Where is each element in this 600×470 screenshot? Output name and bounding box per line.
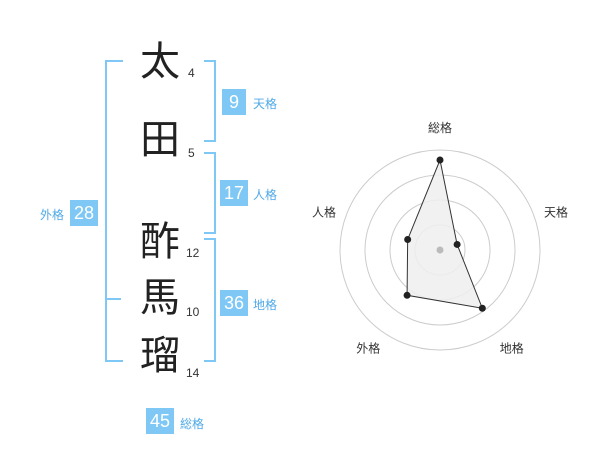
radar-point-5 [404,235,412,243]
tenkaku-badge: 9 [222,89,246,115]
radar-point-1 [436,156,444,164]
outer-bracket-divider [105,298,121,300]
radar-data-polygon [406,158,484,309]
kanji-4: 馬 [140,275,180,321]
chikaku-bracket [204,238,216,362]
radar-ring-4 [339,149,541,351]
stroke-count-4: 10 [186,305,200,319]
soukaku-label: 総格 [180,417,205,431]
chikaku-label: 地格 [253,298,278,312]
radar-axis-label-2: 天格 [544,204,568,219]
tenkaku-bracket [204,60,216,142]
radar-axis-label-5: 人格 [312,204,336,219]
chikaku-badge: 36 [220,290,248,316]
kanji-2: 田 [140,117,180,163]
tenkaku-label: 天格 [253,97,278,111]
soukaku-badge: 45 [146,408,174,434]
radar-center-dot [436,246,444,254]
radar-axis-label-3: 地格 [500,341,524,356]
radar-axis-label-1: 総格 [428,120,452,135]
gaikaku-badge: 28 [70,200,98,226]
outer-bracket [105,60,123,362]
radar-point-3 [478,304,486,312]
stroke-count-3: 12 [186,246,200,260]
radar-axis-label-4: 外格 [356,341,380,356]
jinkaku-badge: 17 [220,180,248,206]
radar-point-2 [453,240,461,248]
jinkaku-bracket [204,152,216,234]
kanji-3: 酢 [140,219,180,265]
stroke-count-1: 4 [188,66,195,80]
gaikaku-label: 外格 [40,208,65,222]
kanji-5: 瑠 [140,333,180,379]
jinkaku-label: 人格 [253,188,278,202]
kanji-1: 太 [140,39,180,85]
stroke-count-5: 14 [186,366,200,380]
stroke-count-2: 5 [188,146,195,160]
radar-point-4 [403,291,411,299]
